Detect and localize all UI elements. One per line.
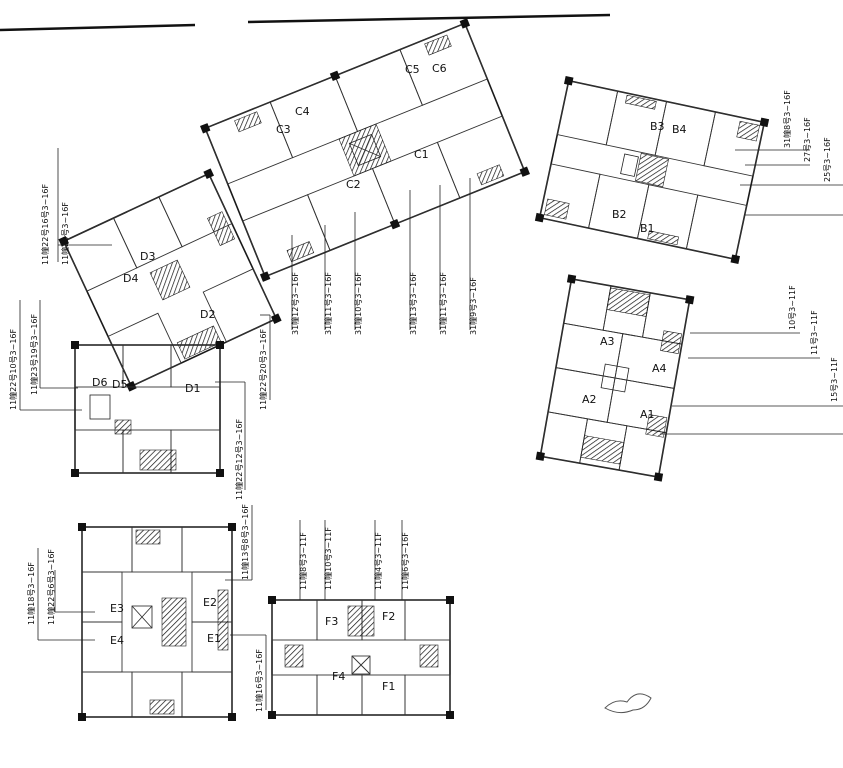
note-e-2: 11幢22号6号3~16F (46, 549, 56, 625)
building-a (535, 274, 695, 482)
note-e-3: 11幢13号8号3~16F (240, 504, 250, 580)
leaders-b (735, 149, 843, 216)
note-a-1: 10号3~11F (788, 285, 797, 330)
unit-label-a2: A2 (582, 393, 597, 406)
unit-label-a1: A1 (640, 408, 655, 421)
note-c-3: 31幢10号3~16F (353, 272, 363, 335)
unit-label-d5: D5 (112, 378, 127, 391)
leaders-d (19, 148, 271, 490)
unit-label-b2: B2 (612, 208, 627, 221)
building-c (200, 18, 530, 282)
unit-label-c2: C2 (346, 178, 361, 191)
building-d-upper (58, 168, 282, 392)
note-d-4: 11幢23号19号3~16F (29, 313, 39, 395)
note-c-2: 31幢11号3~16F (323, 272, 333, 335)
note-f-4: 11幢6号3~16F (400, 532, 410, 590)
unit-label-d6: D6 (92, 376, 107, 389)
note-f-2: 11幢10号3~11F (323, 527, 333, 590)
unit-label-c1: C1 (414, 148, 429, 161)
leaders-a (660, 332, 843, 435)
note-d-2: 11幢23号3~16F (60, 202, 70, 265)
note-c-5: 31幢11号3~16F (438, 272, 448, 335)
note-b-2: 27号3~16F (803, 117, 812, 162)
unit-label-b3: B3 (650, 120, 665, 133)
unit-label-f3: F3 (325, 615, 338, 628)
scan-smudge (604, 693, 652, 714)
unit-label-f1: F1 (382, 680, 395, 693)
note-d-6: 11幢22号12号3~16F (234, 418, 244, 500)
note-f-1: 11幢8号3~11F (298, 532, 308, 590)
note-d-1: 11幢22号16号3~16F (40, 183, 50, 265)
unit-label-e3: E3 (110, 602, 124, 615)
unit-label-d4: D4 (123, 272, 138, 285)
unit-label-a4: A4 (652, 362, 667, 375)
unit-label-e4: E4 (110, 634, 124, 647)
unit-label-f4: F4 (332, 670, 345, 683)
note-d-3: 11幢22号10号3~16F (8, 328, 18, 410)
note-b-1: 31幢8号3~16F (782, 90, 792, 148)
note-f-3: 11幢4号3~11F (373, 532, 383, 590)
scan-edge-right (247, 13, 611, 24)
building-e (78, 523, 236, 721)
building-d-lower (71, 341, 224, 477)
note-c-1: 31幢12号3~16F (290, 272, 300, 335)
unit-label-c5: C5 (405, 63, 420, 76)
building-b (534, 75, 770, 265)
unit-label-d3: D3 (140, 250, 155, 263)
note-e-4: 11幢16号3~16F (254, 649, 264, 712)
unit-label-c6: C6 (432, 62, 447, 75)
note-c-6: 31幢9号3~16F (468, 277, 478, 335)
unit-label-c3: C3 (276, 123, 291, 136)
building-f (268, 596, 454, 719)
unit-label-b4: B4 (672, 123, 687, 136)
note-a-3: 15号3~11F (830, 357, 839, 402)
unit-label-d2: D2 (200, 308, 215, 321)
note-e-1: 11幢18号3~16F (26, 562, 36, 625)
leaders-f (299, 520, 403, 600)
note-d-5: 11幢22号20号3~16F (258, 328, 268, 410)
leaders-c (291, 178, 471, 330)
unit-label-f2: F2 (382, 610, 395, 623)
unit-label-e1: E1 (207, 632, 221, 645)
unit-label-d1: D1 (185, 382, 200, 395)
scan-edge-left (0, 23, 196, 32)
note-c-4: 31幢13号3~16F (408, 272, 418, 335)
note-b-3: 25号3~16F (823, 137, 832, 182)
unit-label-a3: A3 (600, 335, 615, 348)
note-a-2: 11号3~11F (810, 310, 819, 355)
unit-label-c4: C4 (295, 105, 310, 118)
leaders-e (37, 505, 267, 710)
unit-label-b1: B1 (640, 222, 655, 235)
unit-label-e2: E2 (203, 596, 217, 609)
